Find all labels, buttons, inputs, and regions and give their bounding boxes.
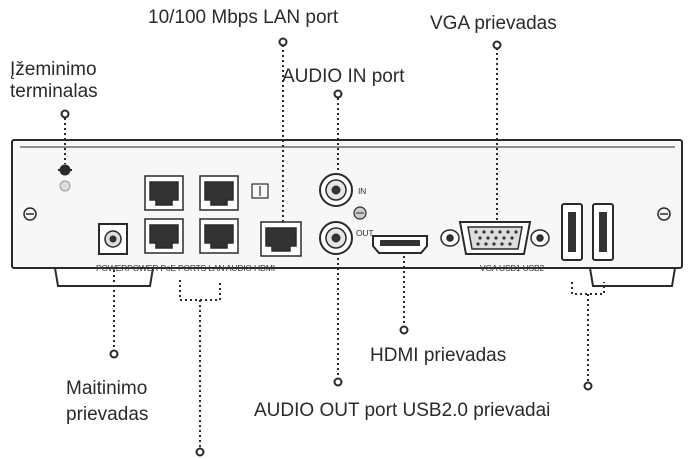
port-marker-icon xyxy=(251,183,269,199)
callout-ground-line2: terminalas xyxy=(10,81,98,102)
hdmi-port xyxy=(372,235,428,254)
callout-lan-port: 10/100 Mbps LAN port xyxy=(148,7,339,28)
power-jack xyxy=(98,223,128,255)
audio-in-jack xyxy=(319,173,353,207)
callout-audio-in: AUDIO IN port xyxy=(282,66,405,87)
panel-label-in: IN xyxy=(358,186,367,196)
ground-terminal-icon xyxy=(58,164,72,192)
usb-port-1 xyxy=(561,203,583,261)
callout-vga-port: VGA prievadas xyxy=(430,13,557,34)
panel-label-right: VGA USB1 USB2 xyxy=(480,263,545,273)
callout-hdmi-port: HDMI prievadas xyxy=(370,345,507,366)
audio-screw-icon xyxy=(353,206,367,220)
panel-label-left: POWERPOWER PoE PORTS LAN AUDIO HDMI xyxy=(96,263,275,273)
audio-out-jack xyxy=(319,221,353,255)
poe-ports xyxy=(144,175,239,254)
vga-port xyxy=(440,221,550,255)
poe-port-2 xyxy=(199,175,239,211)
callout-power-line2: prievadas xyxy=(66,404,149,425)
panel-label-out: OUT xyxy=(356,228,374,238)
usb-ports xyxy=(561,203,614,261)
poe-port-1 xyxy=(144,175,184,211)
screw-left-icon xyxy=(23,207,37,221)
callout-ground-line1: Įžeminimo xyxy=(10,59,97,80)
poe-port-3 xyxy=(144,218,184,254)
leader-lines xyxy=(64,45,605,447)
poe-port-4 xyxy=(199,218,239,254)
leader-dots xyxy=(60,37,593,457)
screw-right-icon xyxy=(657,207,671,221)
callout-power-line1: Maitinimo xyxy=(66,378,148,399)
callout-audio-out-usb: AUDIO OUT port USB2.0 prievadai xyxy=(254,400,551,421)
lan-port xyxy=(260,221,302,257)
usb-port-2 xyxy=(592,203,614,261)
